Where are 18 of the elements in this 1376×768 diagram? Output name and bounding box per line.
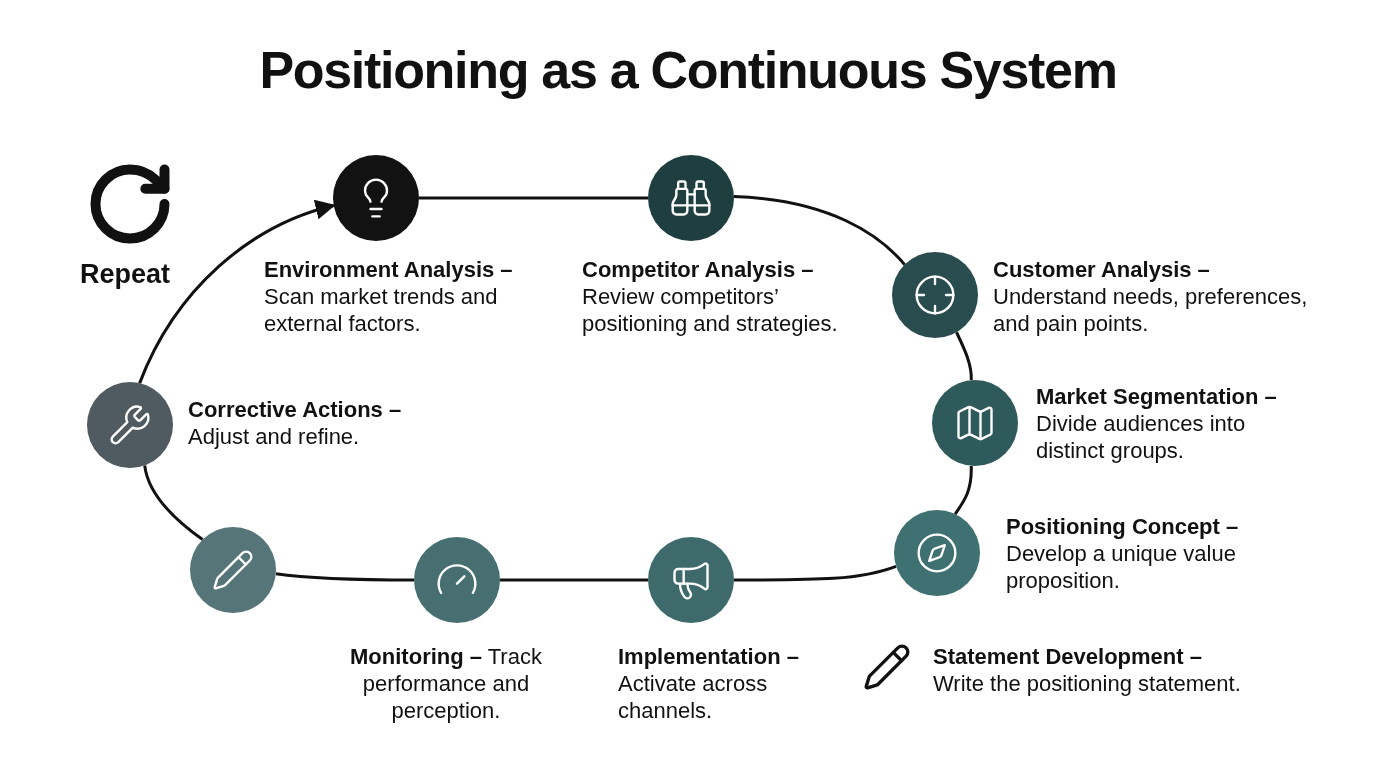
connector-line	[955, 331, 973, 381]
step-description: Positioning Concept – Develop a unique value proposition.	[1006, 513, 1240, 594]
step-description: Market Segmentation – Divide audiences into distinct groups.	[1036, 383, 1278, 464]
connector-line	[419, 196, 648, 200]
step-description: Implementation – Activate across channels.	[618, 643, 800, 724]
connector-line	[275, 572, 414, 582]
step-description: Customer Analysis – Understand needs, preferences, and pain points.	[993, 256, 1309, 337]
step-description: Corrective Actions – Adjust and refine.	[188, 396, 403, 450]
repeat-label: Repeat	[80, 258, 171, 291]
connector-line	[953, 465, 973, 515]
step-description: Competitor Analysis – Review competitors’ positioning and strategies.	[582, 256, 839, 337]
step-description: Monitoring – Track performance and perception.	[349, 643, 543, 724]
connector-line	[734, 564, 897, 582]
step-description: Statement Development – Write the positioning statement.	[933, 643, 1242, 697]
connector-line	[500, 578, 648, 582]
connector-line	[143, 465, 204, 541]
connector-line	[733, 195, 906, 266]
step-description: Environment Analysis – Scan market trends and external factors.	[264, 256, 514, 337]
